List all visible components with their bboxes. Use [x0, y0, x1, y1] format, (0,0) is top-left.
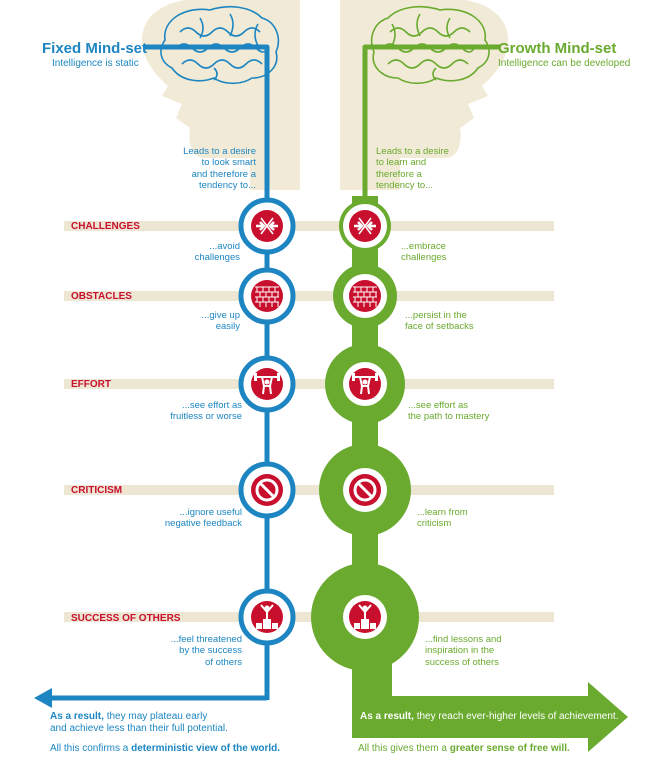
row-band: [64, 485, 554, 495]
weight-left: [254, 373, 257, 381]
weight-right: [277, 373, 280, 381]
fixed-response-obstacles: ...give up easily: [201, 310, 240, 333]
fixed-response-challenges: ...avoid challenges: [194, 241, 240, 264]
growth-result-text: As a result, they reach ever-higher leve…: [360, 711, 620, 723]
fixed-confirm-prefix: All this confirms a: [50, 743, 129, 754]
row-label-success-of-others: SUCCESS OF OTHERS: [71, 613, 181, 624]
fixed-confirm-bold: deterministic view of the world.: [131, 743, 281, 754]
fixed-response-success-of-others: ...feel threatened by the success of oth…: [170, 634, 242, 668]
fixed-result-bold: As a result,: [50, 711, 104, 722]
brick-wall-icon: [251, 280, 283, 312]
arrow-right-part: [366, 221, 376, 231]
growth-response-effort: ...see effort as the path to mastery: [408, 400, 490, 423]
fixed-mindset-title: Fixed Mind-set: [42, 40, 148, 57]
fixed-result-line2: and achieve less than their full potenti…: [50, 723, 228, 734]
growth-mindset-subtitle: Intelligence can be developed: [498, 58, 631, 69]
prohibited-icon: [349, 474, 381, 506]
lifter-body: [359, 376, 371, 395]
podium-left: [354, 623, 360, 629]
arrows-blocked-icon: [349, 210, 381, 242]
row-band: [64, 291, 554, 301]
growth-result-arrow: [352, 680, 628, 752]
weight-left: [352, 373, 355, 381]
prohibited-slash: [356, 481, 374, 499]
growth-mindset-path: [362, 44, 500, 200]
weight-right: [375, 373, 378, 381]
growth-confirm-prefix: All this gives them a: [358, 743, 447, 754]
podium-center: [263, 619, 271, 629]
row-band: [64, 221, 554, 231]
podium-winner-icon: [349, 601, 381, 633]
podium-right: [370, 623, 376, 629]
row-label-challenges: CHALLENGES: [71, 221, 140, 232]
row-band: [64, 612, 554, 622]
growth-response-criticism: ...learn from criticism: [417, 507, 468, 530]
row-label-criticism: CRITICISM: [71, 485, 123, 496]
row-band: [64, 379, 554, 389]
arrow-left-part: [354, 221, 364, 231]
fixed-result-text: As a result, they may plateau early and …: [50, 711, 280, 735]
podium-right: [272, 623, 278, 629]
prohibited-slash: [258, 481, 276, 499]
growth-confirm-text: All this gives them a greater sense of f…: [358, 743, 618, 755]
fixed-response-criticism: ...ignore useful negative feedback: [164, 507, 242, 530]
brick-wall-icon: [349, 280, 381, 312]
lifter-head: [362, 379, 368, 385]
row-label-obstacles: OBSTACLES: [71, 291, 132, 302]
winner-body: [358, 604, 372, 619]
lifter-body: [261, 376, 273, 395]
prohibited-icon: [251, 474, 283, 506]
podium-center: [361, 619, 369, 629]
arrow-right-part: [268, 221, 278, 231]
winner-body: [260, 604, 274, 619]
podium-winner-icon: [251, 601, 283, 633]
weightlifter-icon: [349, 368, 381, 400]
growth-response-challenges: ...embrace challenges: [401, 241, 447, 264]
fixed-arrow-head: [34, 688, 52, 708]
block-cross: [260, 217, 274, 235]
growth-response-success-of-others: ...find lessons and inspiration in the s…: [425, 634, 502, 668]
growth-lead-text: Leads to a desire to learn and therefore…: [376, 146, 449, 192]
growth-result-bold: As a result,: [360, 711, 414, 722]
fixed-lead-text: Leads to a desire to look smart and ther…: [183, 146, 256, 192]
arrow-left-part: [256, 221, 266, 231]
podium-left: [256, 623, 262, 629]
growth-mindset-title: Growth Mind-set: [498, 40, 617, 57]
row-label-effort: EFFORT: [71, 379, 111, 390]
fixed-response-effort: ...see effort as fruitless or worse: [170, 400, 242, 423]
growth-confirm-bold: greater sense of free will.: [449, 743, 570, 754]
arrows-blocked-icon: [251, 210, 283, 242]
fixed-mindset-subtitle: Intelligence is static: [52, 58, 139, 69]
growth-result-rest: they reach ever-higher levels of achieve…: [416, 711, 619, 722]
weightlifter-icon: [251, 368, 283, 400]
block-cross: [358, 217, 372, 235]
growth-response-obstacles: ...persist in the face of setbacks: [405, 310, 474, 333]
fixed-confirm-text: All this confirms a deterministic view o…: [50, 743, 310, 755]
lifter-head: [264, 379, 270, 385]
fixed-result-rest: they may plateau early: [106, 711, 208, 722]
prohibited-ring: [255, 478, 279, 502]
prohibited-ring: [353, 478, 377, 502]
